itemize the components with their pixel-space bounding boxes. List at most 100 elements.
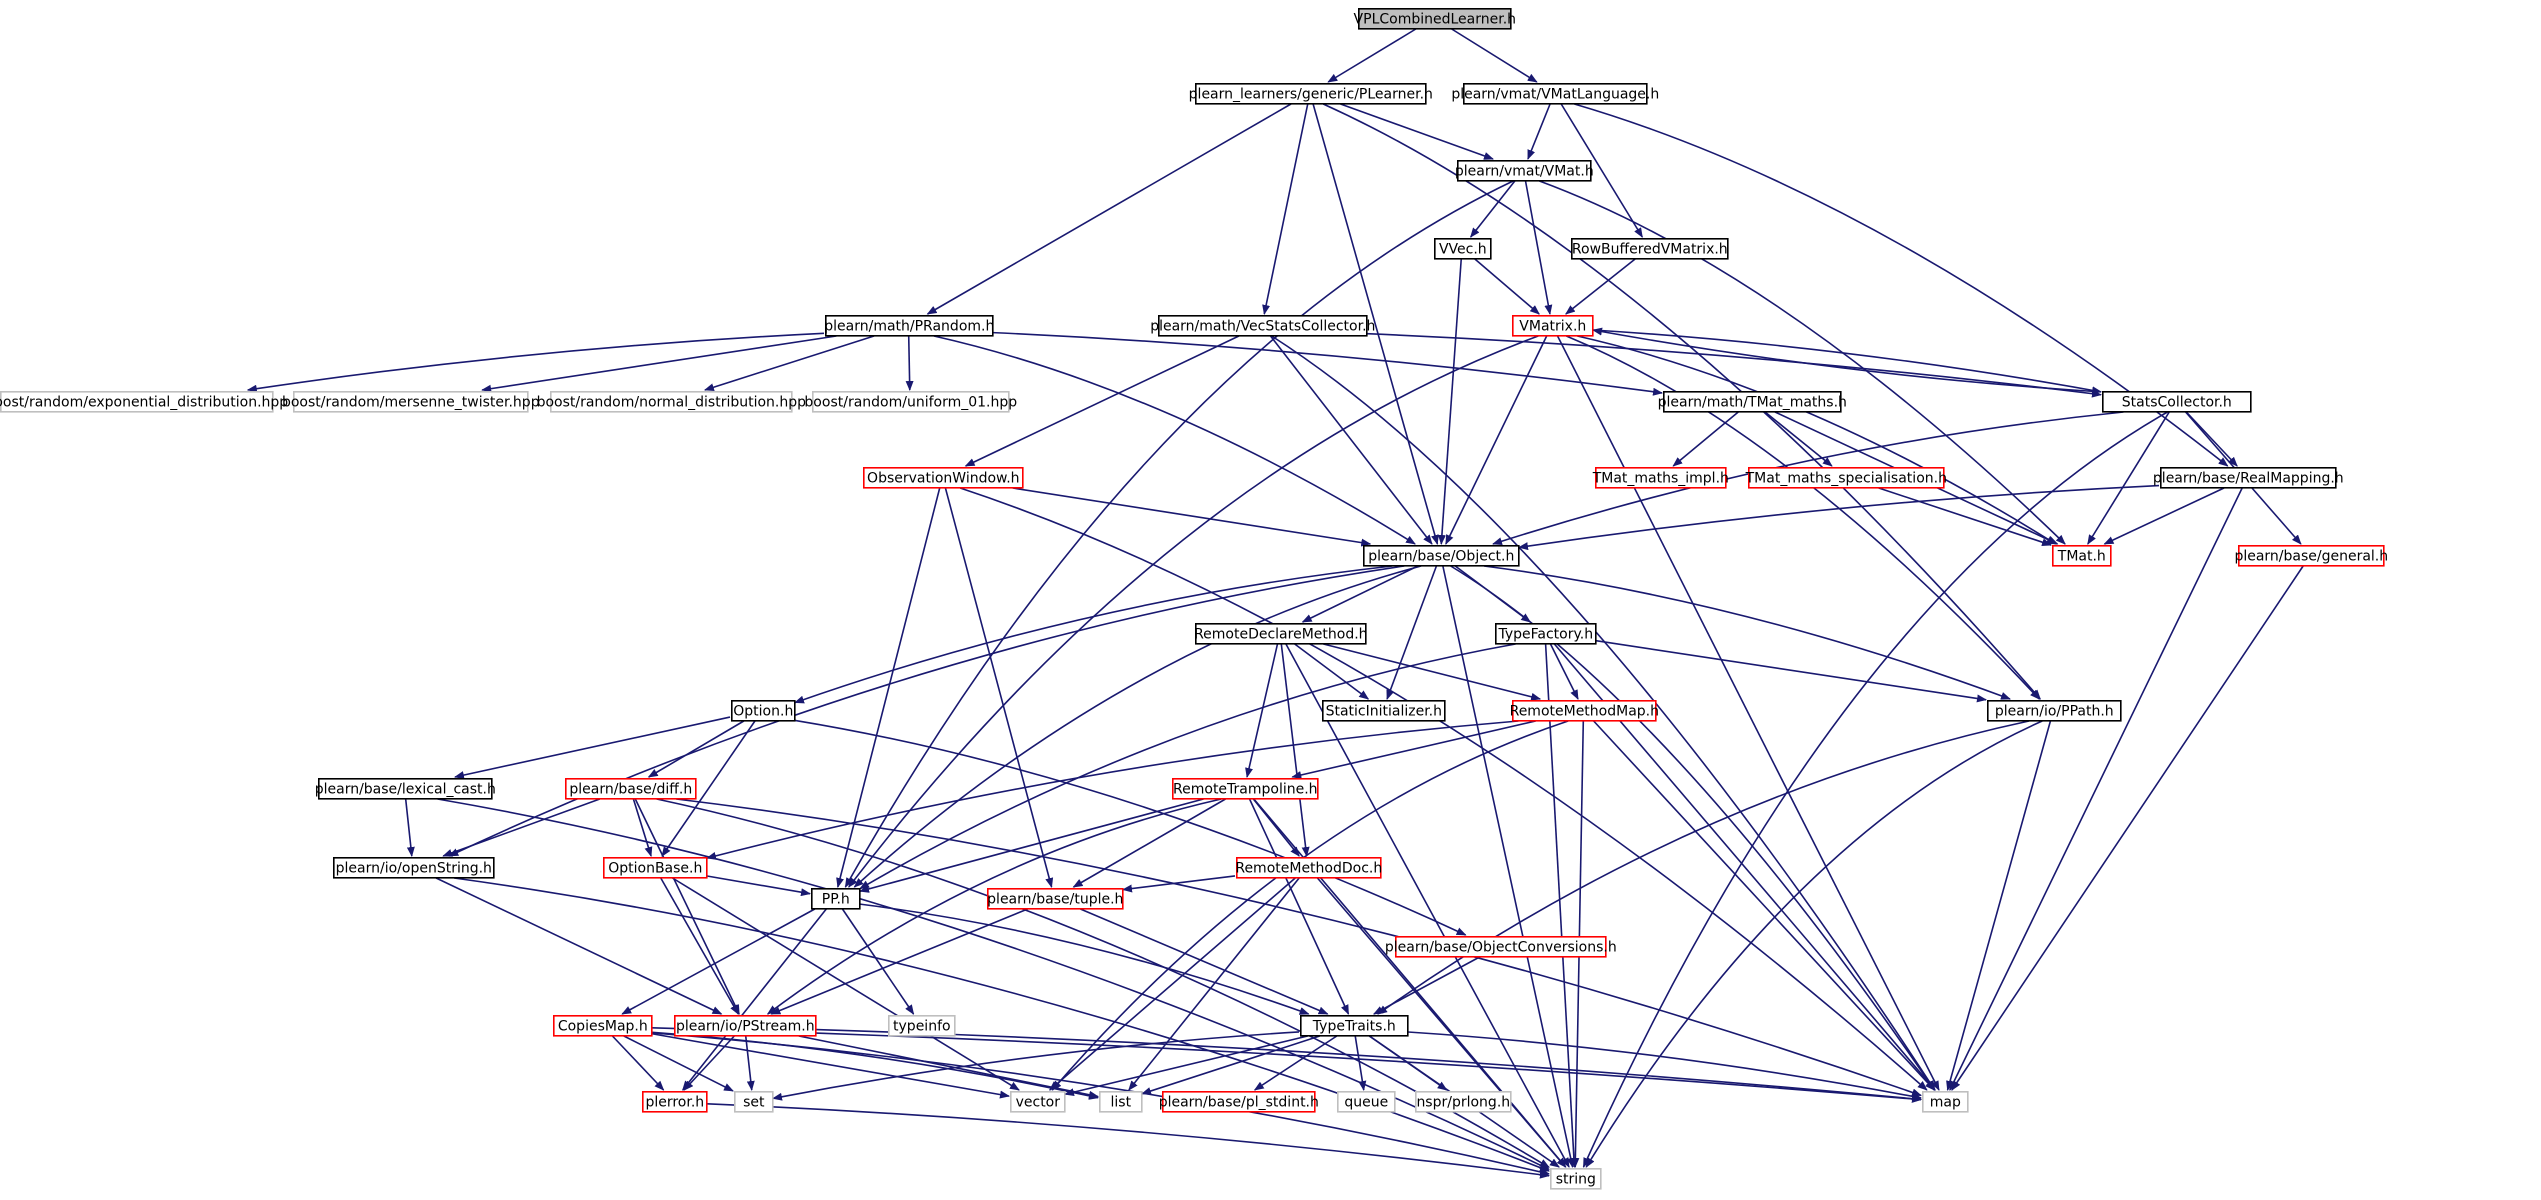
node-box-vmatlang (1463, 83, 1648, 105)
edge-copiesmap-to-set (623, 1035, 734, 1092)
node-vmatrix[interactable]: VMatrix.h (1512, 314, 1594, 337)
edge-objconv-to-typetraits (1373, 956, 1480, 1015)
node-ppath[interactable]: plearn/io/PPath.h (1987, 699, 2122, 722)
node-label-tmatspec: TMat_maths_specialisation.h (1745, 471, 1947, 487)
node-box-copiesmap (552, 1014, 653, 1037)
node-label-queue: queue (1344, 1095, 1388, 1111)
node-box-obswin (862, 466, 1024, 489)
edge-statscoll-to-string (1582, 411, 2168, 1168)
edge-prandom-to-bmt (481, 335, 837, 393)
node-string: string (1550, 1168, 1602, 1190)
edge-diff-to-string (656, 798, 1550, 1168)
node-label-option: Option.h (733, 704, 793, 720)
node-label-pstream: plearn/io/PStream.h (676, 1019, 815, 1035)
edge-vmat-to-pp (844, 180, 1514, 888)
node-tuple[interactable]: plearn/base/tuple.h (986, 887, 1124, 910)
node-remdecl[interactable]: RemoteDeclareMethod.h (1194, 622, 1368, 645)
node-label-vmat: plearn/vmat/VMat.h (1455, 164, 1594, 180)
edge-remdecl-to-staticinit (1294, 643, 1370, 700)
node-vvec[interactable]: VVec.h (1434, 238, 1492, 260)
node-vecstats[interactable]: plearn/math/VecStatsCollector.h (1150, 314, 1375, 337)
edge-object-to-string (1442, 565, 1575, 1168)
edge-remdoc-to-vector (1048, 877, 1296, 1091)
node-box-vpl (1358, 8, 1512, 30)
node-box-string (1550, 1168, 1602, 1190)
node-box-vvec (1434, 238, 1492, 260)
edge-remtramp-to-pstream (766, 798, 1222, 1015)
node-bmt: boost/random/mersenne_twister.hpp (282, 390, 540, 413)
node-box-tmatimpl (1595, 466, 1727, 489)
node-tmatimpl[interactable]: TMat_maths_impl.h (1592, 466, 1729, 489)
edge-pstream-to-map (815, 1028, 1922, 1103)
edge-statscoll-to-tmat (2087, 411, 2170, 545)
edge-object-to-remdecl (1301, 565, 1419, 623)
edge-openstr-to-pstream (435, 877, 723, 1015)
node-vmatlang[interactable]: plearn/vmat/VMatLanguage.h (1451, 83, 1659, 105)
node-objconv[interactable]: plearn/base/ObjectConversions.h (1385, 935, 1617, 958)
edge-typetraits-to-vector (1064, 1035, 1308, 1097)
edge-copiesmap-to-string (651, 1032, 1550, 1176)
edge-object-to-pp (853, 565, 1422, 888)
node-realmap[interactable]: plearn/base/RealMapping.h (2153, 466, 2344, 489)
edge-lexcast-to-string (437, 798, 1550, 1171)
node-box-tmatmaths (1663, 390, 1842, 413)
node-vmat[interactable]: plearn/vmat/VMat.h (1455, 160, 1594, 182)
edge-remmm-to-remtramp (1291, 720, 1536, 779)
edge-prandom-to-bexp (246, 332, 825, 393)
edge-diff-to-optbase (632, 798, 653, 857)
node-openstr[interactable]: plearn/io/openString.h (332, 856, 495, 879)
node-plerror[interactable]: plerror.h (641, 1091, 708, 1113)
node-label-copiesmap: CopiesMap.h (558, 1019, 648, 1035)
edge-remtramp-to-tuple (1072, 798, 1226, 888)
node-copiesmap[interactable]: CopiesMap.h (552, 1014, 653, 1037)
edge-prandom-to-bunif (905, 335, 914, 391)
node-general[interactable]: plearn/base/general.h (2234, 544, 2388, 567)
edge-tuple-to-pstream (770, 908, 1028, 1015)
node-pp[interactable]: PP.h (810, 887, 861, 910)
edge-remdecl-to-remmm (1323, 643, 1542, 701)
node-label-bmt: boost/random/mersenne_twister.hpp (282, 395, 540, 411)
node-label-prlong: nspr/prlong.h (1416, 1095, 1510, 1111)
node-typefact[interactable]: TypeFactory.h (1495, 622, 1597, 645)
node-tmatspec[interactable]: TMat_maths_specialisation.h (1745, 466, 1947, 489)
node-prandom[interactable]: plearn/math/PRandom.h (824, 314, 994, 337)
node-box-staticinit (1322, 699, 1446, 722)
node-rowbuf[interactable]: RowBufferedVMatrix.h (1571, 238, 1729, 260)
node-statscoll[interactable]: StatsCollector.h (2102, 390, 2252, 413)
node-object[interactable]: plearn/base/Object.h (1363, 544, 1520, 567)
node-plearner[interactable]: plearn_learners/generic/PLearner.h (1189, 83, 1433, 105)
node-box-queue (1337, 1091, 1396, 1113)
node-staticinit[interactable]: StaticInitializer.h (1322, 699, 1446, 722)
node-optbase[interactable]: OptionBase.h (602, 856, 708, 879)
node-obswin[interactable]: ObservationWindow.h (862, 466, 1024, 489)
node-box-plearner (1195, 83, 1427, 105)
edge-vmatrix-to-tmat (1577, 335, 2057, 545)
node-tmat[interactable]: TMat.h (2052, 544, 2112, 567)
node-vpl[interactable]: VPLCombinedLearner.h (1354, 8, 1516, 30)
node-lexcast[interactable]: plearn/base/lexical_cast.h (315, 777, 496, 800)
edge-diff-to-openstr (442, 798, 601, 857)
edge-typefact-to-remmm (1549, 643, 1579, 700)
edge-vmat-to-vvec (1470, 180, 1516, 238)
node-option[interactable]: Option.h (730, 699, 796, 722)
node-box-typefact (1495, 622, 1597, 645)
node-remdoc[interactable]: RemoteMethodDoc.h (1235, 856, 1382, 879)
dependency-edges (246, 28, 2304, 1179)
node-box-set (733, 1091, 774, 1113)
node-remmm[interactable]: RemoteMethodMap.h (1510, 699, 1659, 722)
node-tmatmaths[interactable]: plearn/math/TMat_maths.h (1658, 390, 1847, 413)
edge-tuple-to-typetraits (1080, 908, 1329, 1015)
node-typetraits[interactable]: TypeTraits.h (1300, 1014, 1409, 1037)
edge-typetraits-to-map (1407, 1031, 1922, 1101)
node-typeinfo: typeinfo (887, 1014, 956, 1037)
node-label-list: list (1111, 1095, 1132, 1111)
edge-option-to-objconv (794, 719, 1467, 936)
edge-statscoll-to-vmatrix (1592, 327, 2102, 393)
node-remtramp[interactable]: RemoteTrampoline.h (1172, 777, 1319, 800)
node-plstdint[interactable]: plearn/base/pl_stdint.h (1159, 1091, 1319, 1113)
node-diff[interactable]: plearn/base/diff.h (564, 777, 697, 800)
node-pstream[interactable]: plearn/io/PStream.h (673, 1014, 817, 1037)
node-box-vmat (1457, 160, 1592, 182)
node-map: map (1922, 1091, 1969, 1113)
